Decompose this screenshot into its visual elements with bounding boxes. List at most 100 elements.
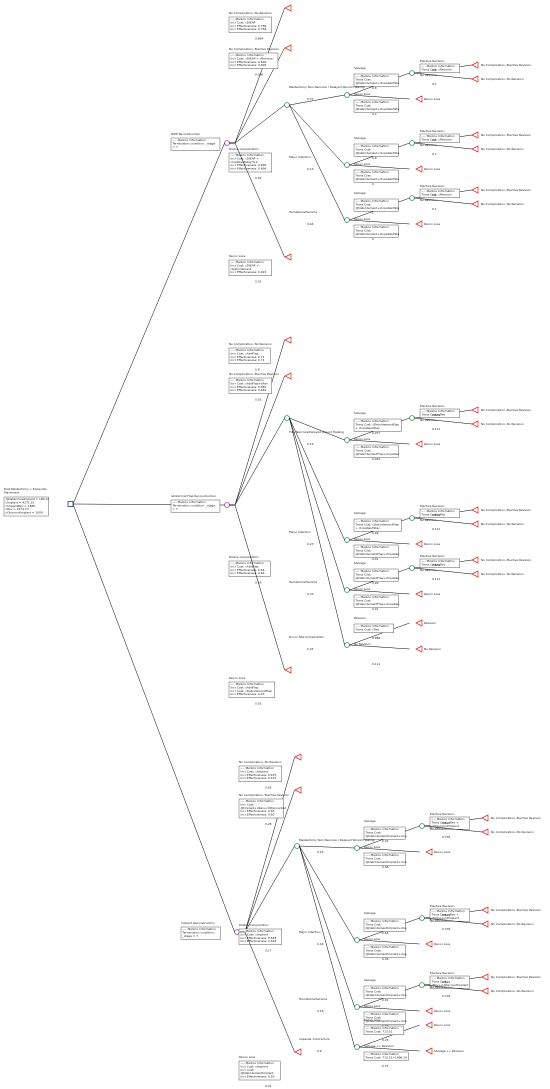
node-info-box xyxy=(363,1051,409,1062)
root-title: Placement xyxy=(4,490,20,494)
branch-line xyxy=(299,845,355,941)
probability-label: 0.01 xyxy=(255,280,262,284)
terminal-node-icon xyxy=(294,1048,302,1056)
outcome-info-box-line: Incr Cost: cImplant xyxy=(241,769,269,773)
node-label: Salvage xyxy=(354,411,366,415)
probability-label: 0.99 xyxy=(372,531,379,535)
node-info-box-line: cUDiscountImplant xyxy=(432,824,460,828)
node-info-box-line: @Debridement+cInpatientSta xyxy=(356,81,400,85)
node-info-box-line: Trans Cost: 713.51 xyxy=(365,1029,393,1033)
node-info-box-line: ---- Markov Information xyxy=(366,919,399,923)
probability-label: 0 xyxy=(372,237,374,241)
root-info-box-line: cRev = 1974.23 xyxy=(6,507,29,511)
terminal-label: Recon Loss xyxy=(424,222,441,226)
node-info-box xyxy=(353,169,399,183)
probability-label: 0.01 xyxy=(372,607,379,611)
node-label: Elective Revision xyxy=(420,129,445,133)
probability-label: 0.111 xyxy=(372,662,380,666)
chance-node-icon xyxy=(344,642,350,648)
branch-line xyxy=(414,72,473,80)
node-label: Salvage xyxy=(354,561,366,565)
outcome-info-box-line: Incr Effectiveness: 0.768 xyxy=(231,27,267,31)
probability-label: 0.02 xyxy=(255,702,262,706)
outcome-info-box-line: Incr Effectiveness: 0.696 xyxy=(231,167,267,171)
terminal-label: No Complication, No Revision xyxy=(491,989,534,993)
chance-node-icon xyxy=(419,982,425,988)
node-info-box-line: ---- Markov Information xyxy=(366,827,399,831)
outcome-info-box-line: Incr Cost: cAbdFlap xyxy=(231,351,259,355)
node-info-box xyxy=(353,418,402,432)
probability-label: 0.1 xyxy=(432,82,437,86)
strategy-info-box-line: ---- Markov Information xyxy=(183,927,216,931)
terminal-node-icon xyxy=(471,131,479,139)
strategy-info-box-line: Termination condition: xyxy=(182,930,215,934)
node-info-box-line: Trans Cost: cRev xyxy=(355,627,380,631)
outcome-label: Recon Loss xyxy=(239,1055,256,1059)
node-info-box-line: @DebridementFlap+cInpatien xyxy=(356,576,400,580)
outcome-info-box xyxy=(238,798,284,819)
node-info-box-line: ---- Markov Information xyxy=(366,853,399,857)
node-info-box xyxy=(353,623,394,634)
node-info-box-line: ---- Markov Information xyxy=(432,909,465,913)
outcome-info-box-line: Incr Cost: cAbdFlap+cRev xyxy=(231,381,269,385)
markov-node-icon xyxy=(224,502,230,508)
outcome-info-box-line: @Implant+cRev+cUDiscounted xyxy=(241,806,287,810)
node-label: Salvage xyxy=(364,978,376,982)
outcome-info-box-line: Incr Effectiveness: 0.696 xyxy=(231,163,267,167)
outcome-info-box-line: Incr Effectiveness: 0.682 xyxy=(231,385,267,389)
node-info-box-line: cUDiscountImplant xyxy=(432,916,460,920)
terminal-node-icon xyxy=(425,1047,433,1055)
outcome-info-box-line: Incr Effectiveness: 0.03 xyxy=(241,1075,275,1079)
terminal-node-icon xyxy=(471,556,479,564)
sub-outcome-label: Hematoma/Seroma xyxy=(289,210,317,214)
probability-label: 0.44 xyxy=(307,222,314,226)
sub-outcome-label: Hematoma/Seroma xyxy=(289,580,317,584)
branch-line xyxy=(289,417,345,441)
chance-node-icon xyxy=(344,92,350,98)
outcome-info-box-line: Incr Effectiveness: 0.65 xyxy=(241,809,275,813)
node-label: Recon Loss xyxy=(354,92,371,96)
node-label: Salvage xyxy=(354,66,366,70)
branch-line xyxy=(234,417,285,506)
node-info-box xyxy=(429,816,470,830)
strategy-info-box-line: ---- Markov Information xyxy=(173,500,206,504)
terminal-label: No Revision xyxy=(424,647,441,651)
outcome-label: No Complication, Elective Revision xyxy=(229,47,279,51)
branch-line xyxy=(414,417,473,425)
node-info-box xyxy=(429,908,470,922)
probability-label: 0.32 xyxy=(382,839,389,843)
probability-label: 0.889 xyxy=(432,513,440,517)
branch-line xyxy=(234,142,285,258)
node-info-box-line: Trans Cost: xyxy=(365,989,382,993)
strategy-info-box-line: = 7 xyxy=(173,145,178,149)
branch-line xyxy=(234,104,285,144)
probability-label: 0.28 xyxy=(265,822,272,826)
branch-line xyxy=(349,439,410,445)
node-label: No Revision xyxy=(420,418,437,422)
terminal-label: No Complication, Elective Revision xyxy=(481,508,531,512)
node-label: Elective Revision xyxy=(420,554,445,558)
node-info-box-line: Trans Cost: cRev xyxy=(421,512,446,516)
node-label: No Revision xyxy=(420,518,437,522)
node-info-box xyxy=(363,826,406,840)
node-label: Elective Revision xyxy=(430,904,455,908)
strategy-info-box-line: _stage = 7 xyxy=(182,934,199,938)
outcome-info-box-line: Incr Cost: cDIEAP xyxy=(231,20,256,24)
terminal-node-icon xyxy=(471,61,479,69)
branch-line xyxy=(414,517,473,525)
node-info-box-line: @Debridement+cInpatientSta xyxy=(356,206,400,210)
terminal-node-icon xyxy=(284,44,292,52)
sub-outcome-label: Major Infection xyxy=(289,155,311,159)
outcome-info-box xyxy=(228,560,271,577)
node-info-box-line: ---- Markov Information xyxy=(356,445,389,449)
outcome-info-box-line: @DebridementImplant xyxy=(241,1071,275,1075)
terminal-node-icon xyxy=(471,420,479,428)
probability-label: 0.889 xyxy=(372,636,380,640)
outcome-info-box-line: Incr Effectiveness: 0.675 xyxy=(241,776,277,780)
chance-node-icon xyxy=(409,515,415,521)
node-info-box-line: Trans Cost: xyxy=(365,830,382,834)
outcome-info-box-line: Incr Effectiveness: 0.015 xyxy=(231,270,267,274)
chance-node-icon xyxy=(409,195,415,201)
node-info-box-line: Trans Cost: xyxy=(355,572,372,576)
probability-label: 0.378 xyxy=(442,927,450,931)
